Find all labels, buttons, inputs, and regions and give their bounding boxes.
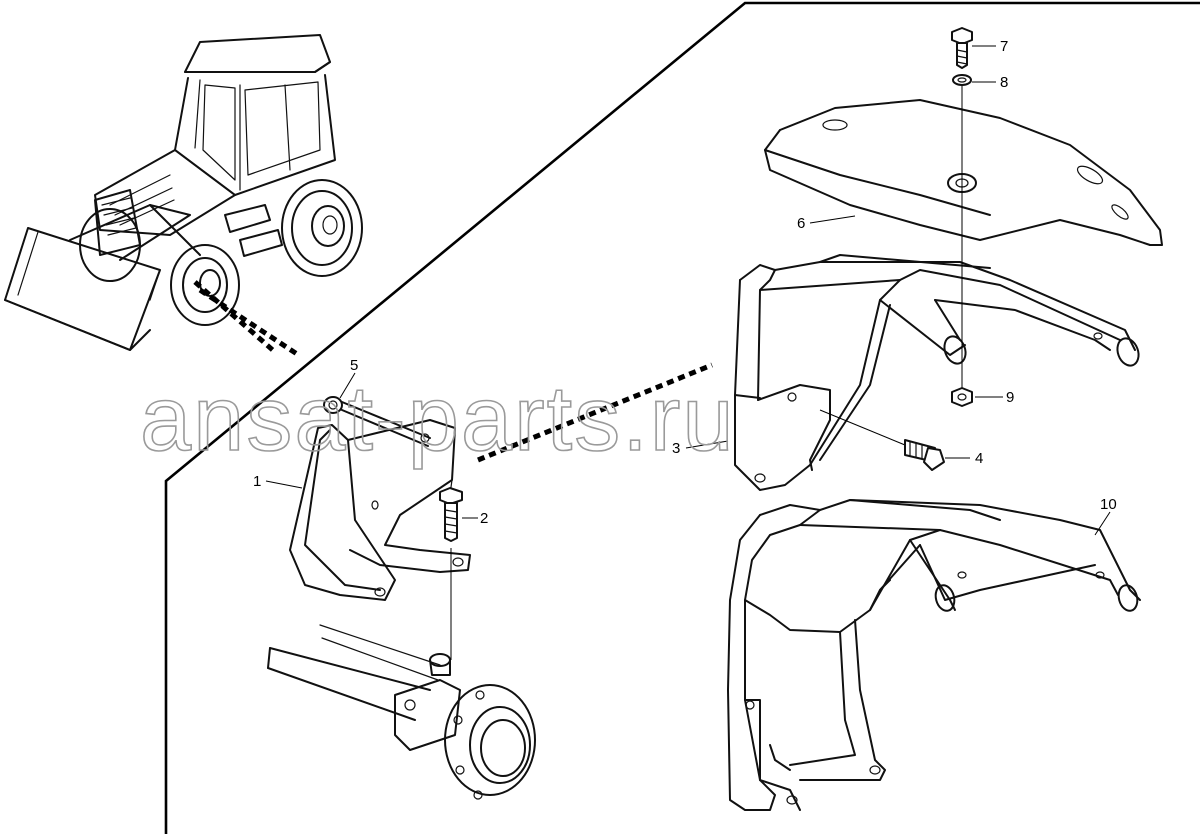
nut-9 xyxy=(951,387,973,407)
bolt-7 xyxy=(951,27,973,69)
callout-10: 10 xyxy=(1100,496,1117,513)
callout-8: 8 xyxy=(1000,74,1008,91)
callout-3: 3 xyxy=(672,440,680,457)
front-axle-hub xyxy=(267,624,536,800)
callout-leaders xyxy=(265,45,1111,536)
washer-8 xyxy=(952,74,972,86)
callout-1: 1 xyxy=(253,473,261,490)
fender-bracket-3 xyxy=(734,254,1140,491)
dashed-link-assembly xyxy=(477,362,713,463)
callout-5: 5 xyxy=(350,357,358,374)
dashed-link-overview xyxy=(198,287,302,359)
bolt-5 xyxy=(323,396,431,447)
callout-4: 4 xyxy=(975,450,983,467)
watermark: ansat-parts.ru xyxy=(140,368,736,470)
bolt-4 xyxy=(819,409,945,471)
dashed-link-overview-2 xyxy=(193,280,277,354)
callout-2: 2 xyxy=(480,510,488,527)
loader-overview xyxy=(4,34,363,351)
fender-bracket-assembly-10 xyxy=(727,499,1141,811)
callout-9: 9 xyxy=(1006,389,1014,406)
callout-6: 6 xyxy=(797,215,805,232)
fender-6 xyxy=(764,99,1163,246)
callout-7: 7 xyxy=(1000,38,1008,55)
bolt-2 xyxy=(439,487,463,660)
detail-frame xyxy=(164,1,1200,834)
